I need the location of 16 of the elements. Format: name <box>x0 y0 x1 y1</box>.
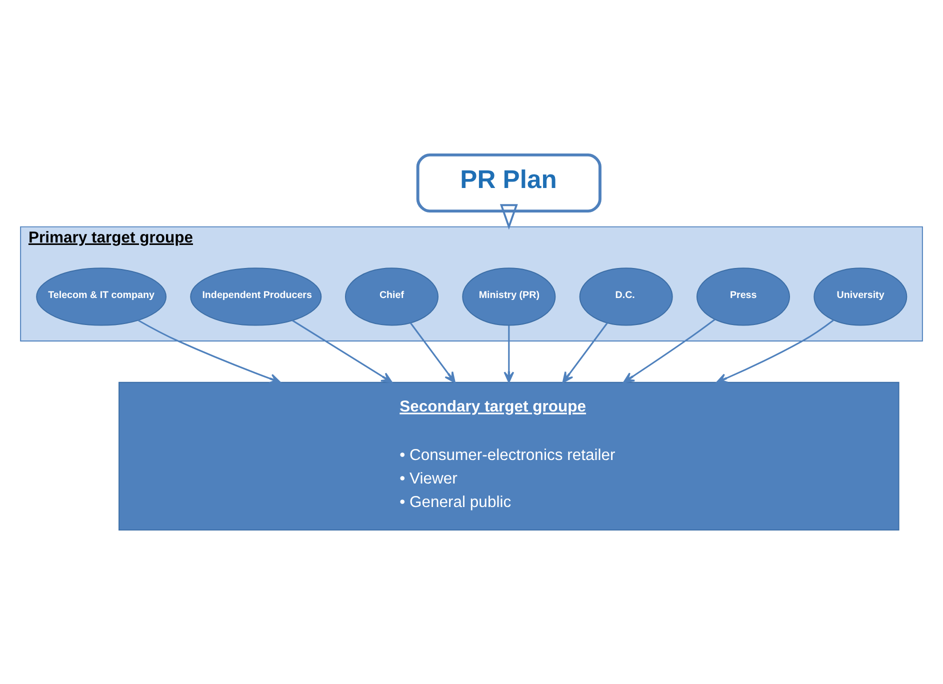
node-box: Secondary target groupe • Consumer-electronics retailer • Viewer • General public <box>118 381 900 530</box>
node-ellipse: Press <box>696 267 790 326</box>
arrow <box>504 325 514 382</box>
arrow <box>410 322 456 383</box>
arrow <box>623 318 716 383</box>
arrow <box>562 322 608 383</box>
arrow <box>292 319 392 383</box>
node-ellipse: University <box>814 267 908 326</box>
arrow <box>716 319 834 383</box>
node-ellipse: Independent Producers <box>190 267 322 326</box>
node-ellipse: Chief <box>344 267 439 326</box>
node-ellipse: D.C. <box>579 267 673 326</box>
arrow <box>138 319 281 384</box>
node-ellipse: Ministry (PR) <box>462 267 556 326</box>
arrow <box>500 204 518 230</box>
node-ellipse: Telecom & IT company <box>36 267 167 326</box>
